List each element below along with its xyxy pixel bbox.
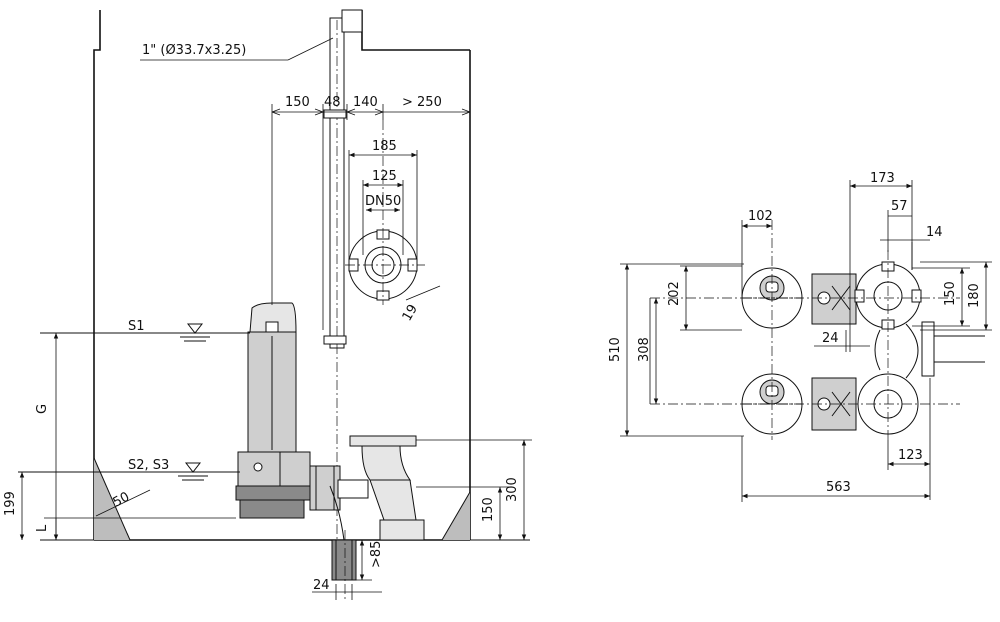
plan-dim-102: 102 bbox=[741, 209, 773, 296]
label-510: 510 bbox=[608, 337, 623, 362]
label-g: G bbox=[35, 404, 50, 414]
label-173: 173 bbox=[870, 171, 895, 186]
plan-dim-14: 14 bbox=[880, 225, 943, 241]
dim-150: 150 bbox=[285, 95, 310, 110]
dim-l: L bbox=[35, 517, 236, 540]
flange-view bbox=[345, 120, 425, 305]
flange-dims: 185 125 DN50 19 bbox=[348, 139, 441, 324]
dim-24-bottom: 24 bbox=[312, 578, 382, 600]
dim-300: 300 bbox=[416, 439, 532, 540]
water-level-s1: S1 bbox=[40, 319, 250, 342]
dim-gt-85: >85 bbox=[352, 540, 384, 581]
plan-dim-57: 57 bbox=[887, 199, 912, 252]
pump-body bbox=[235, 302, 313, 519]
plan-dim-180: 180 bbox=[920, 261, 992, 331]
plan-dim-510: 510 bbox=[608, 263, 744, 437]
label-199: 199 bbox=[3, 491, 18, 516]
dim-125: 125 bbox=[372, 169, 397, 184]
plan-dim-150: 150 bbox=[912, 267, 970, 327]
top-dimension-chain: 150 48 140 > 250 bbox=[271, 95, 471, 330]
label-s1: S1 bbox=[128, 319, 145, 334]
plan-dim-563: 563 bbox=[741, 436, 930, 502]
pump-coupling bbox=[309, 465, 369, 511]
label-563: 563 bbox=[826, 480, 851, 495]
label-s2-s3: S2, S3 bbox=[128, 458, 169, 473]
label-300: 300 bbox=[505, 477, 520, 502]
dim-48: 48 bbox=[324, 95, 341, 110]
label-150: 150 bbox=[943, 281, 958, 306]
plan-dim-123: 123 bbox=[887, 378, 931, 500]
label-180: 180 bbox=[967, 283, 982, 308]
label-24: 24 bbox=[822, 331, 839, 346]
label-202: 202 bbox=[667, 281, 682, 306]
plan-dim-173: 173 bbox=[849, 171, 913, 352]
label-24-bottom: 24 bbox=[313, 578, 330, 593]
benching-right bbox=[441, 491, 471, 541]
dim-150-right: 150 bbox=[416, 486, 510, 540]
pipe-spec-callout: 1" (Ø33.7x3.25) bbox=[140, 37, 334, 61]
dim-19: 19 bbox=[400, 302, 421, 324]
label-150-right: 150 bbox=[481, 497, 496, 522]
label-102: 102 bbox=[748, 209, 773, 224]
anchor-bolt bbox=[331, 530, 357, 600]
plan-dim-308: 308 bbox=[637, 298, 659, 404]
label-308: 308 bbox=[637, 337, 652, 362]
label-57: 57 bbox=[891, 199, 908, 214]
plan-valves bbox=[811, 273, 857, 431]
label-123: 123 bbox=[898, 448, 923, 463]
plan-flanges bbox=[854, 242, 985, 435]
dim-185: 185 bbox=[372, 139, 397, 154]
plan-dim-202: 202 bbox=[667, 265, 742, 331]
label-l: L bbox=[35, 524, 50, 532]
label-50: 50 bbox=[111, 490, 133, 511]
dim-gt-250: > 250 bbox=[402, 95, 442, 110]
pipe-spec-label: 1" (Ø33.7x3.25) bbox=[142, 43, 246, 58]
dim-g: G bbox=[35, 333, 59, 540]
duckfoot-bend bbox=[329, 435, 425, 541]
water-level-s2-s3: S2, S3 bbox=[18, 458, 240, 481]
plan-dim-24: 24 bbox=[814, 330, 870, 352]
dim-140: 140 bbox=[353, 95, 378, 110]
label-14: 14 bbox=[926, 225, 943, 240]
dim-50: 50 bbox=[95, 490, 151, 517]
label-gt-85: >85 bbox=[369, 541, 384, 568]
dim-199: 199 bbox=[3, 472, 25, 540]
dim-dn50: DN50 bbox=[365, 194, 401, 209]
